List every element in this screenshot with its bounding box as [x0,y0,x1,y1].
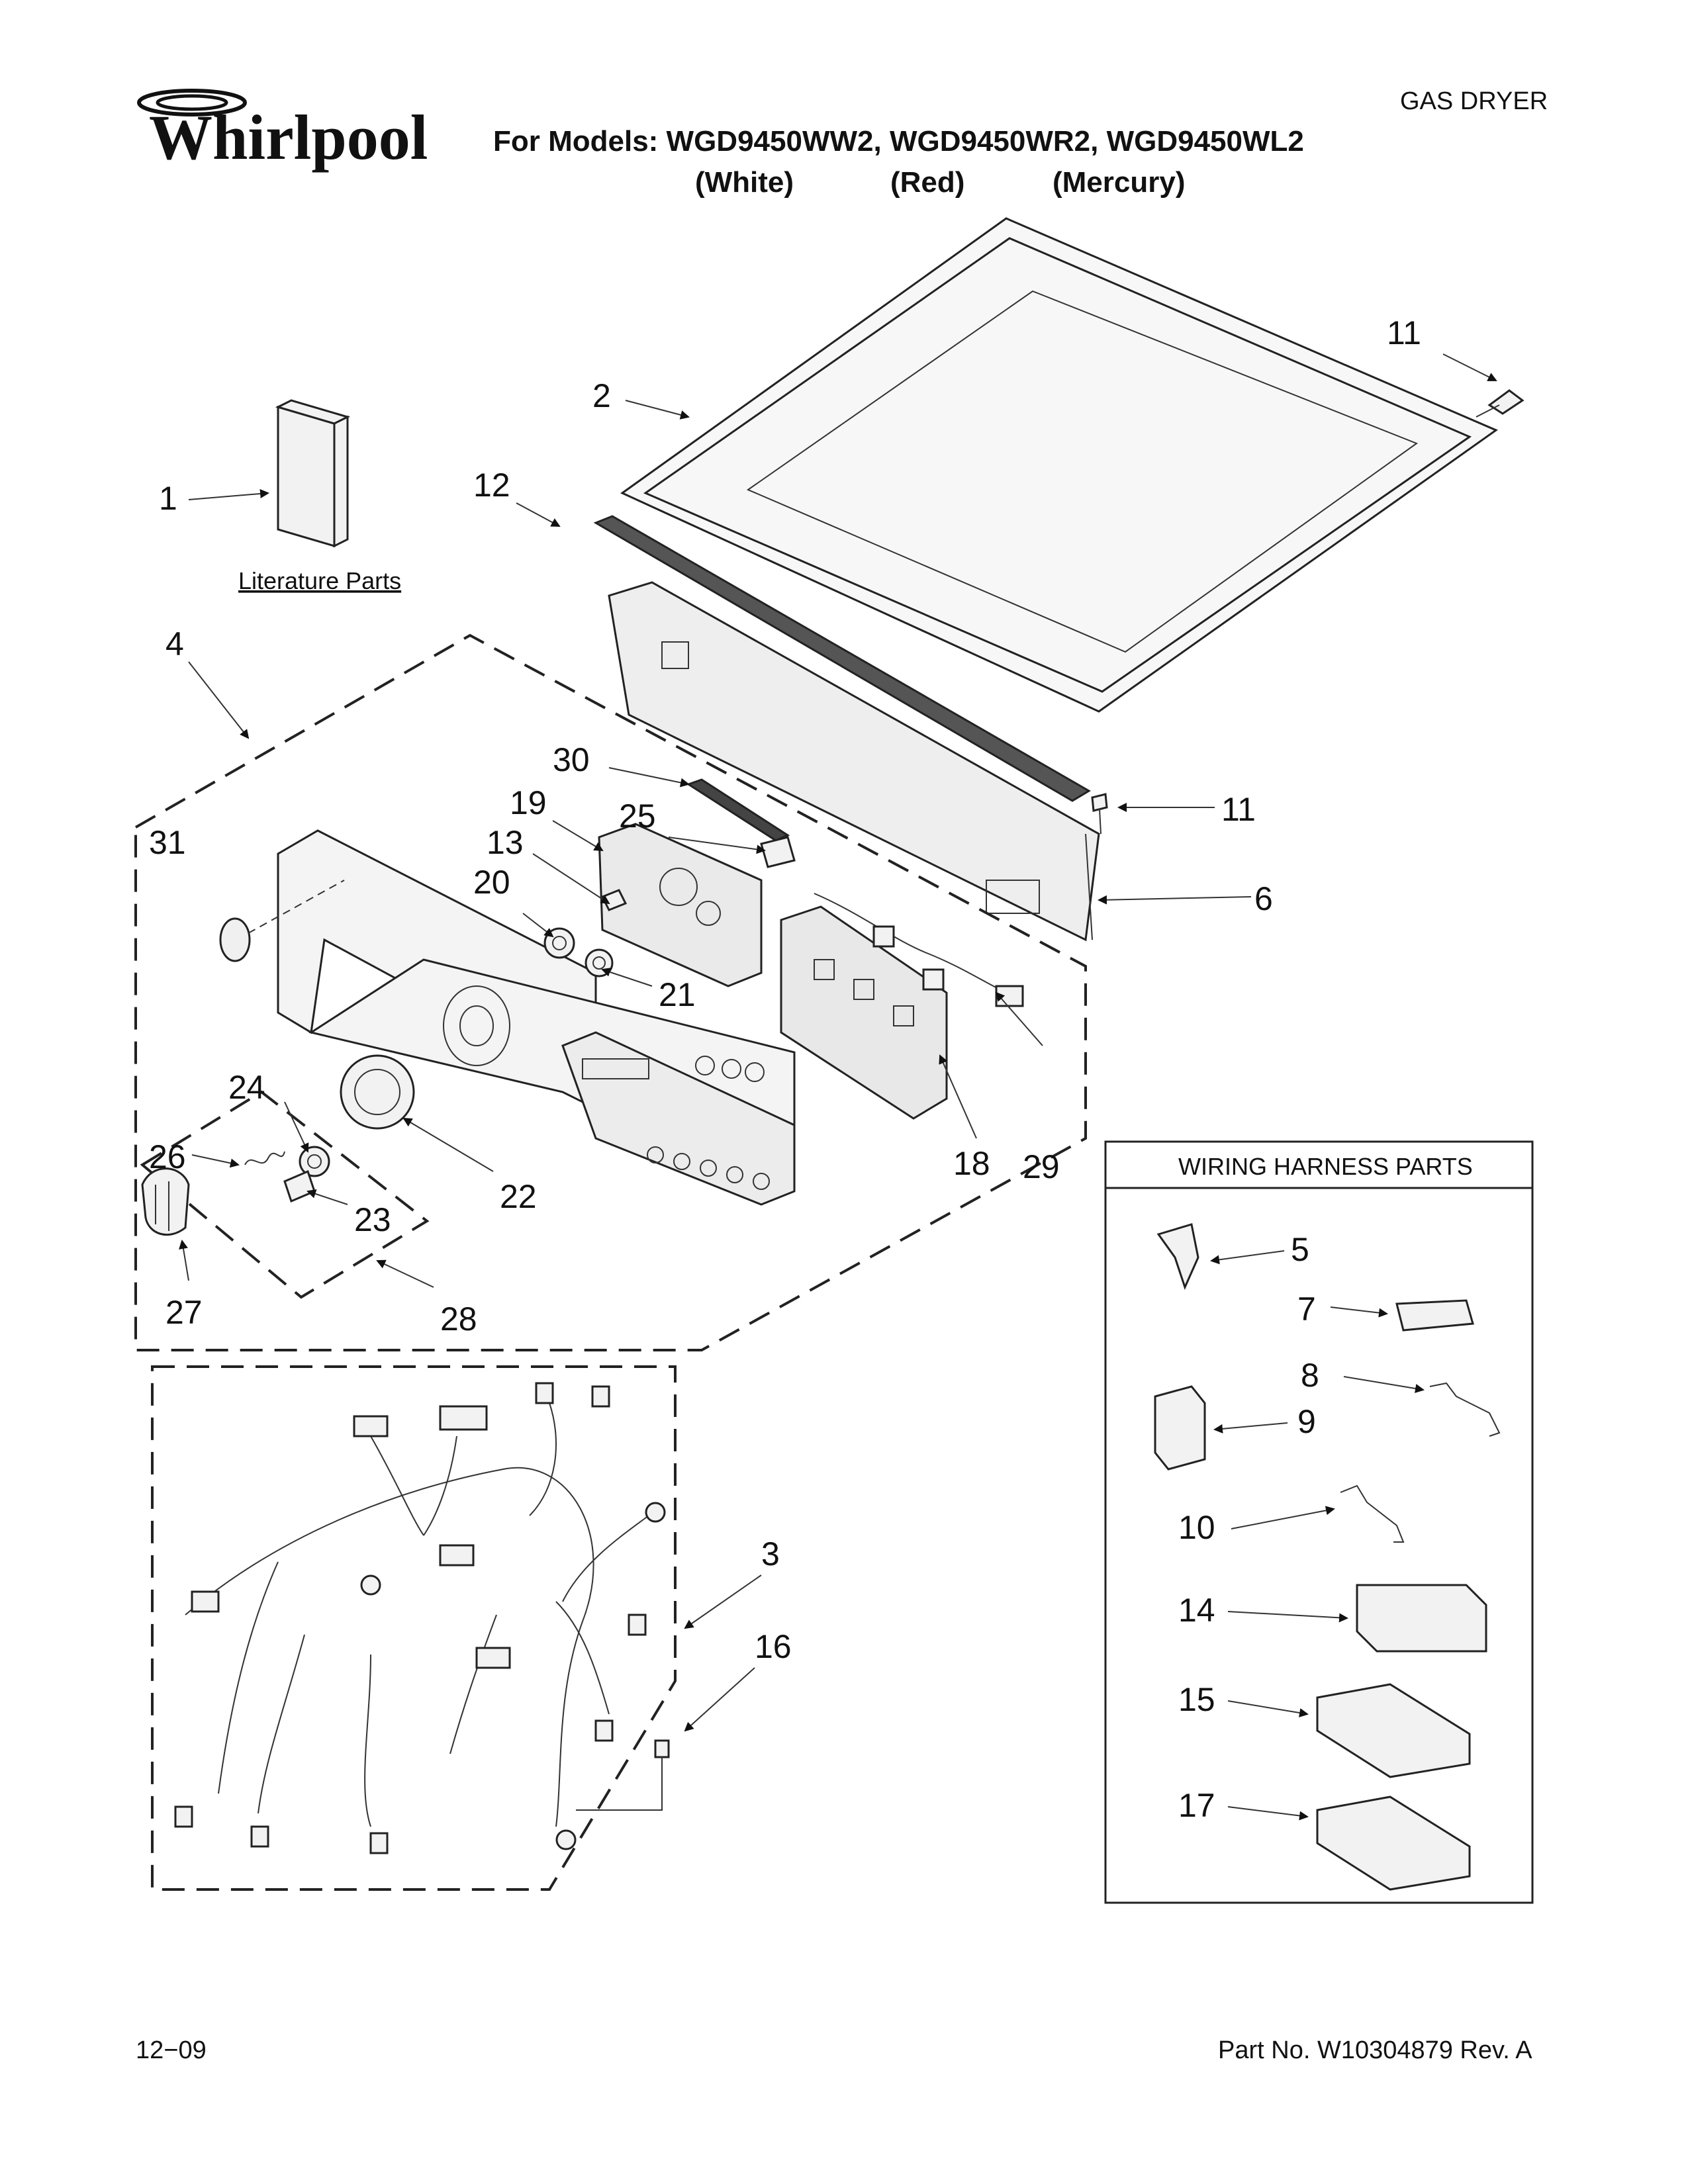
color-red-label: (Red) [890,166,964,199]
callout-4: 4 [165,625,184,662]
color-white-label: (White) [695,166,794,199]
callout-22: 22 [500,1178,537,1215]
callout-5: 5 [1291,1231,1309,1268]
leader-lines [179,353,1497,1821]
callout-26: 26 [149,1138,186,1175]
console-assembly-boundary [134,633,1087,1351]
connector-14 [1356,1584,1487,1653]
models-line: For Models: WGD9450WW2, WGD9450WR2, WGD9… [493,125,1304,158]
terminal-8 [1429,1382,1501,1437]
callout-18: 18 [953,1145,990,1182]
callout-27: 27 [165,1294,203,1331]
mounting-bracket [608,581,1100,942]
wiring-parts-title: WIRING HARNESS PARTS [1178,1153,1473,1180]
callout-29: 29 [1023,1148,1060,1185]
callout-25: 25 [619,797,656,835]
callout-13: 13 [487,824,524,861]
callout-28: 28 [440,1300,477,1338]
main-harness-boundary [151,1365,677,1891]
main-wiring-harness [174,1382,666,1854]
ui-harness [814,893,1024,1007]
literature-label: Literature Parts [238,567,401,594]
connector-7 [1395,1299,1474,1332]
callout-9: 9 [1297,1403,1316,1440]
control-board-housing [598,823,763,987]
callout-21: 21 [659,976,696,1013]
callout-30: 30 [553,741,590,778]
callout-7: 7 [1297,1291,1316,1328]
callout-8: 8 [1301,1357,1319,1394]
encoder-ring [340,1054,415,1130]
top-panel [620,217,1499,713]
wire-clip-5 [1156,1223,1199,1291]
callout-1: 1 [159,480,177,517]
ground-screw [576,1739,670,1811]
terminal-10 [1340,1484,1405,1543]
screw-top [1476,389,1524,418]
top-channel-strip [593,515,1091,802]
brand-logo-text: Whirlpool [149,102,428,173]
encoder-assembly-boundary [140,1090,430,1299]
connector-9 [1154,1385,1206,1471]
cable-tie [686,778,790,842]
spring-26 [244,1151,285,1165]
callout-31: 31 [149,824,186,861]
callout-3: 3 [761,1535,780,1572]
small-switch [600,889,628,911]
main-knob [141,1167,190,1236]
console-button-grid [582,1056,770,1190]
callout-11-bracket: 11 [1221,791,1256,828]
connector-17 [1316,1796,1471,1891]
whirlpool-logo: Whirlpool [137,89,428,173]
callout-24: 24 [228,1069,265,1106]
console-badge [219,917,251,962]
callout-14: 14 [1178,1592,1215,1629]
callout-20: 20 [473,864,510,901]
ui-board [780,905,948,1120]
screw-bracket [1091,793,1108,835]
console-body [277,829,796,1206]
connector-clip [760,836,796,868]
callout-numbers: 1 2 3 4 5 6 7 8 9 10 11 11 12 13 14 15 1… [149,314,1421,1824]
callout-19: 19 [510,784,547,821]
encoder-24 [299,1146,330,1177]
color-mercury-label: (Mercury) [1053,166,1186,199]
callout-11-top: 11 [1387,314,1421,351]
encoder-23 [283,1169,316,1203]
footer-part-number: Part No. W10304879 Rev. A [1218,2036,1532,2064]
callout-15: 15 [1178,1681,1215,1718]
callout-12: 12 [473,467,510,504]
callout-2: 2 [592,377,611,414]
callout-23: 23 [354,1201,391,1238]
callout-17: 17 [1178,1787,1215,1824]
callout-10: 10 [1178,1509,1215,1546]
literature-book [275,399,351,548]
callout-6: 6 [1254,880,1273,917]
connector-15 [1316,1683,1471,1778]
callout-16: 16 [755,1628,792,1665]
product-type: GAS DRYER [1400,87,1548,115]
footer-date: 12−09 [136,2036,207,2064]
wiring-parts-box [1104,1140,1534,1904]
